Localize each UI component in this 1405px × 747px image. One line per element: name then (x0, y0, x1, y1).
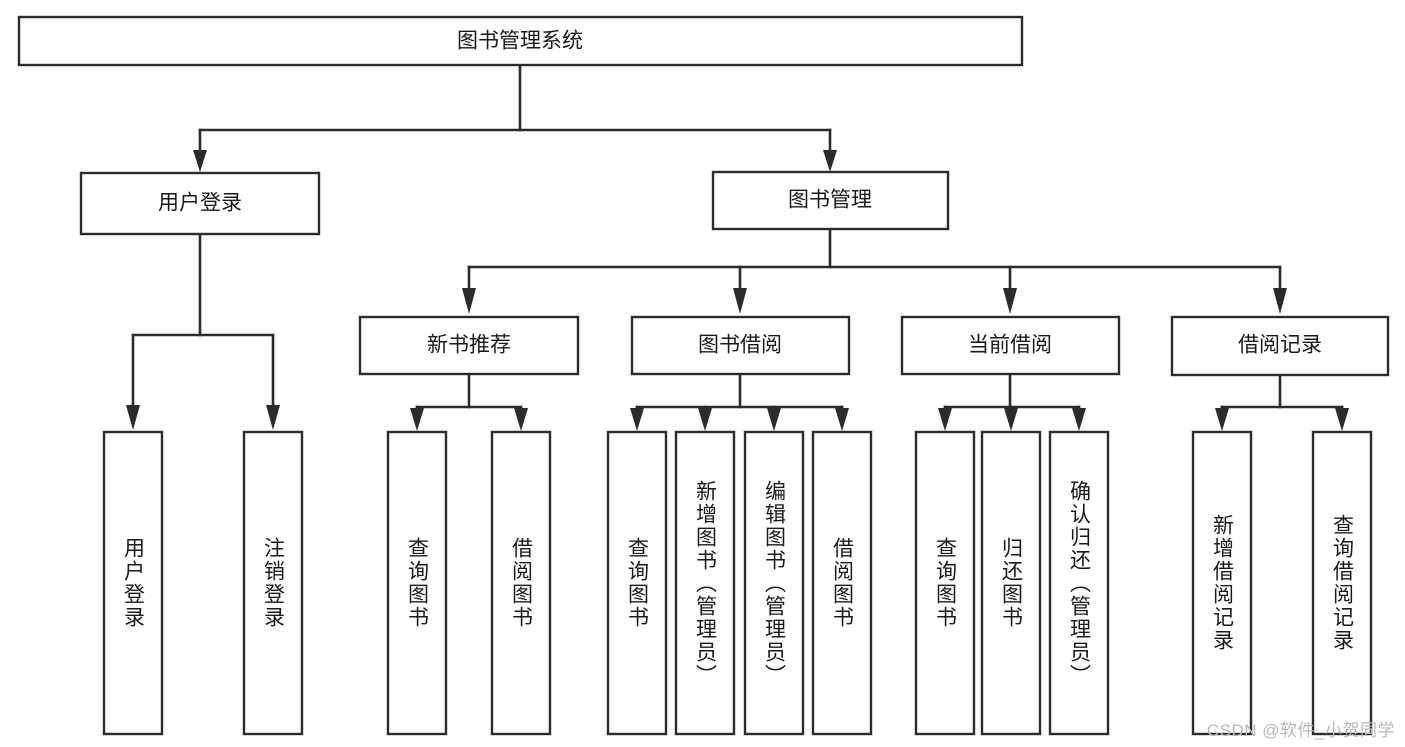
leaf-node[interactable]: 注销登录 (242, 430, 304, 736)
node-book-borrow-label: 图书借阅 (698, 334, 782, 357)
leaf-user-login-1-label-wrap: 用户登录 (121, 537, 145, 629)
leaf-node[interactable]: 确认归还（管理员） (1048, 430, 1110, 736)
node-user-login-label: 用户登录 (158, 192, 242, 215)
node-current-borrow-label: 当前借阅 (968, 334, 1052, 357)
node-new-book[interactable]: 新书推荐 (358, 315, 580, 376)
arrowhead-leaf-book-borrow-3 (767, 408, 781, 431)
leaf-book-borrow-4-box[interactable] (811, 430, 873, 736)
leaf-node[interactable]: 新增借阅记录 (1191, 430, 1253, 736)
leaf-book-borrow-4-label: 借阅图书 (830, 537, 854, 629)
leaf-new-book-1-box[interactable] (386, 430, 448, 736)
node-new-book-box[interactable] (358, 315, 580, 376)
leaf-user-login-1-box[interactable] (102, 430, 164, 736)
leaf-current-borrow-2-label-wrap: 归还图书 (999, 537, 1023, 629)
arrowhead-leaf-new-book-1 (410, 408, 424, 431)
leaf-current-borrow-1-label-wrap: 查询图书 (933, 537, 957, 629)
leaf-node[interactable]: 归还图书 (980, 430, 1042, 736)
leaf-book-borrow-2-label-wrap: 新增图书（管理员） (693, 479, 717, 687)
arrowhead-current-borrow (1003, 288, 1017, 314)
arrowhead-new-book (462, 288, 476, 314)
leaf-borrow-record-1-label-wrap: 新增借阅记录 (1210, 514, 1234, 652)
arrowhead-leaf-user-login-2 (266, 405, 280, 430)
node-book-borrow[interactable]: 图书借阅 (630, 315, 851, 376)
node-book-manage-label: 图书管理 (788, 189, 872, 212)
node-root[interactable]: 图书管理系统 (17, 15, 1024, 67)
node-current-borrow[interactable]: 当前借阅 (900, 315, 1121, 376)
leaf-book-borrow-1-label-wrap: 查询图书 (625, 537, 649, 629)
node-borrow-record-label: 借阅记录 (1238, 334, 1322, 357)
leaf-node[interactable]: 新增图书（管理员） (674, 430, 736, 736)
leaf-node[interactable]: 借阅图书 (811, 430, 873, 736)
leaf-user-login-1-label: 用户登录 (121, 537, 145, 629)
node-root-label: 图书管理系统 (457, 30, 583, 53)
leaf-user-login-2-label-wrap: 注销登录 (261, 537, 285, 629)
node-root-box[interactable] (17, 15, 1024, 67)
leaf-node[interactable]: 查询图书 (606, 430, 668, 736)
leaf-current-borrow-2-box[interactable] (980, 430, 1042, 736)
arrowhead-leaf-borrow-record-1 (1215, 408, 1229, 431)
arrowhead-user-login (193, 150, 207, 172)
leaf-node[interactable]: 借阅图书 (490, 430, 552, 736)
leaf-book-borrow-4-label-wrap: 借阅图书 (830, 537, 854, 629)
leaf-book-borrow-3-box[interactable] (743, 430, 805, 736)
leaf-current-borrow-2-label: 归还图书 (999, 537, 1023, 629)
leaf-current-borrow-1-label: 查询图书 (933, 537, 957, 629)
leaf-user-login-2-box[interactable] (242, 430, 304, 736)
leaf-book-borrow-3-label-wrap: 编辑图书（管理员） (762, 479, 786, 687)
leaf-node[interactable]: 查询图书 (386, 430, 448, 736)
connector-layer (126, 63, 1349, 431)
arrowhead-leaf-book-borrow-1 (630, 408, 644, 431)
node-current-borrow-box[interactable] (900, 315, 1121, 376)
arrowhead-leaf-book-borrow-4 (835, 408, 849, 431)
leaf-new-book-2-label: 借阅图书 (509, 537, 533, 629)
leaf-current-borrow-1-box[interactable] (914, 430, 976, 736)
leaf-book-borrow-1-label: 查询图书 (625, 537, 649, 629)
arrowhead-book-manage (823, 150, 837, 172)
leaf-book-borrow-3-label: 编辑图书（管理员） (762, 479, 786, 687)
leaf-new-book-2-box[interactable] (490, 430, 552, 736)
leaf-current-borrow-3-box[interactable] (1048, 430, 1110, 736)
node-new-book-label: 新书推荐 (427, 334, 511, 357)
node-borrow-record[interactable]: 借阅记录 (1170, 315, 1390, 377)
leaf-borrow-record-2-label-wrap: 查询借阅记录 (1330, 514, 1354, 652)
leaf-borrow-record-2-box[interactable] (1311, 430, 1373, 736)
leaf-node[interactable]: 查询图书 (914, 430, 976, 736)
leaf-node[interactable]: 查询借阅记录 (1311, 430, 1373, 736)
leaf-borrow-record-1-box[interactable] (1191, 430, 1253, 736)
arrowhead-leaf-current-borrow-2 (1004, 408, 1018, 431)
node-book-manage[interactable]: 图书管理 (711, 170, 950, 231)
arrowhead-book-borrow (733, 288, 747, 314)
node-user-login-box[interactable] (79, 171, 321, 236)
leaf-book-borrow-1-box[interactable] (606, 430, 668, 736)
arrowhead-borrow-record (1273, 288, 1287, 314)
node-book-manage-box[interactable] (711, 170, 950, 231)
leaf-current-borrow-3-label-wrap: 确认归还（管理员） (1067, 479, 1091, 687)
leaf-current-borrow-3-label: 确认归还（管理员） (1067, 479, 1091, 687)
arrowhead-leaf-new-book-2 (514, 408, 528, 431)
leaf-book-borrow-2-box[interactable] (674, 430, 736, 736)
leaf-borrow-record-2-label: 查询借阅记录 (1330, 514, 1354, 652)
arrowhead-leaf-borrow-record-2 (1335, 408, 1349, 431)
leaf-node[interactable]: 用户登录 (102, 430, 164, 736)
leaf-book-borrow-2-label: 新增图书（管理员） (693, 479, 717, 687)
arrowhead-leaf-current-borrow-1 (938, 408, 952, 431)
leaf-user-login-2-label: 注销登录 (261, 537, 285, 629)
leaf-new-book-2-label-wrap: 借阅图书 (509, 537, 533, 629)
node-book-borrow-box[interactable] (630, 315, 851, 376)
arrowhead-leaf-book-borrow-2 (698, 408, 712, 431)
node-borrow-record-box[interactable] (1170, 315, 1390, 377)
arrowhead-leaf-user-login-1 (126, 405, 140, 430)
node-user-login[interactable]: 用户登录 (79, 171, 321, 236)
leaf-new-book-1-label: 查询图书 (405, 537, 429, 629)
arrowhead-leaf-current-borrow-3 (1072, 408, 1086, 431)
leaf-borrow-record-1-label: 新增借阅记录 (1210, 514, 1234, 652)
leaf-node[interactable]: 编辑图书（管理员） (743, 430, 805, 736)
leaf-new-book-1-label-wrap: 查询图书 (405, 537, 429, 629)
